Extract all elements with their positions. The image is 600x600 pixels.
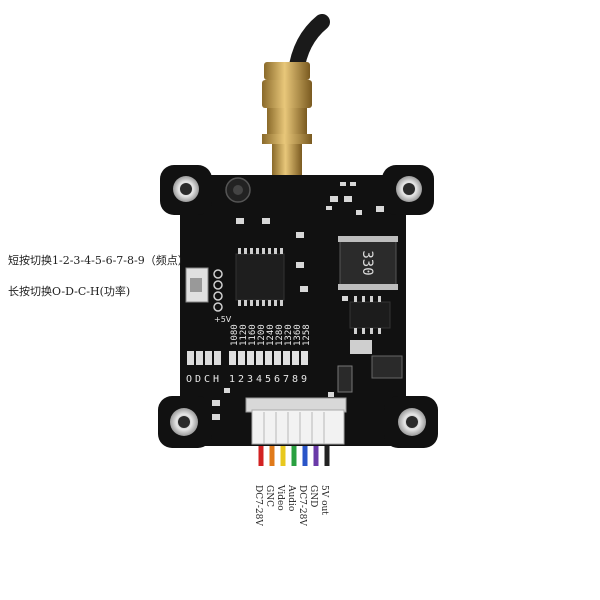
frequency-label: 1080 — [230, 324, 240, 346]
pin-label: Video — [275, 485, 285, 511]
channel-digit: 5 — [265, 374, 271, 385]
wire-connector — [245, 397, 347, 445]
main-ic — [235, 248, 285, 306]
pin-label: GND — [308, 485, 318, 508]
pin-label: DC7-28V — [297, 485, 307, 526]
push-button — [185, 267, 209, 303]
frequency-label: 1360 — [293, 324, 303, 346]
channel-digit: 6 — [274, 374, 280, 385]
power-letter: D — [195, 374, 201, 385]
channel-digit: 4 — [256, 374, 262, 385]
frequency-label: 1240 — [266, 324, 276, 346]
frequency-label: 1280 — [275, 324, 285, 346]
voltage-marking: +5V — [214, 315, 232, 324]
frequency-label: 1160 — [248, 324, 258, 346]
power-leds — [187, 351, 221, 365]
long-press-note: 长按切换O-D-C-H(功率) — [8, 285, 131, 298]
regulator-ic — [337, 296, 403, 393]
button-leds — [213, 269, 223, 312]
inductor-marking: 330 — [359, 250, 375, 275]
channel-digits: 1 2 3 4 5 6 7 8 9 — [229, 374, 307, 385]
pin-label: DC7-28V — [253, 485, 263, 526]
pin-label: 5V out — [319, 485, 329, 515]
pin-label: GNC — [264, 485, 274, 507]
frequency-label: 1200 — [257, 324, 267, 346]
power-letter: H — [213, 374, 219, 385]
frequency-label: 1120 — [239, 324, 249, 346]
frequency-label: 1258 — [302, 324, 312, 346]
power-letters: O D C H — [186, 374, 219, 385]
channel-digit: 8 — [292, 374, 298, 385]
short-press-note: 短按切换1-2-3-4-5-6-7-8-9（频点） — [8, 254, 189, 267]
frequency-label: 1320 — [284, 324, 294, 346]
pin-label: Audio — [286, 485, 296, 512]
inductor — [338, 236, 398, 290]
power-letter: O — [186, 374, 192, 385]
channel-digit: 2 — [238, 374, 244, 385]
power-letter: C — [204, 374, 210, 385]
channel-digit: 9 — [301, 374, 307, 385]
channel-digit: 3 — [247, 374, 253, 385]
wires — [258, 446, 330, 466]
channel-digit: 1 — [229, 374, 235, 385]
frequency-labels: 1080 1120 1160 1200 1240 1280 1320 1360 … — [230, 324, 312, 346]
channel-leds — [229, 351, 308, 365]
channel-digit: 7 — [283, 374, 289, 385]
